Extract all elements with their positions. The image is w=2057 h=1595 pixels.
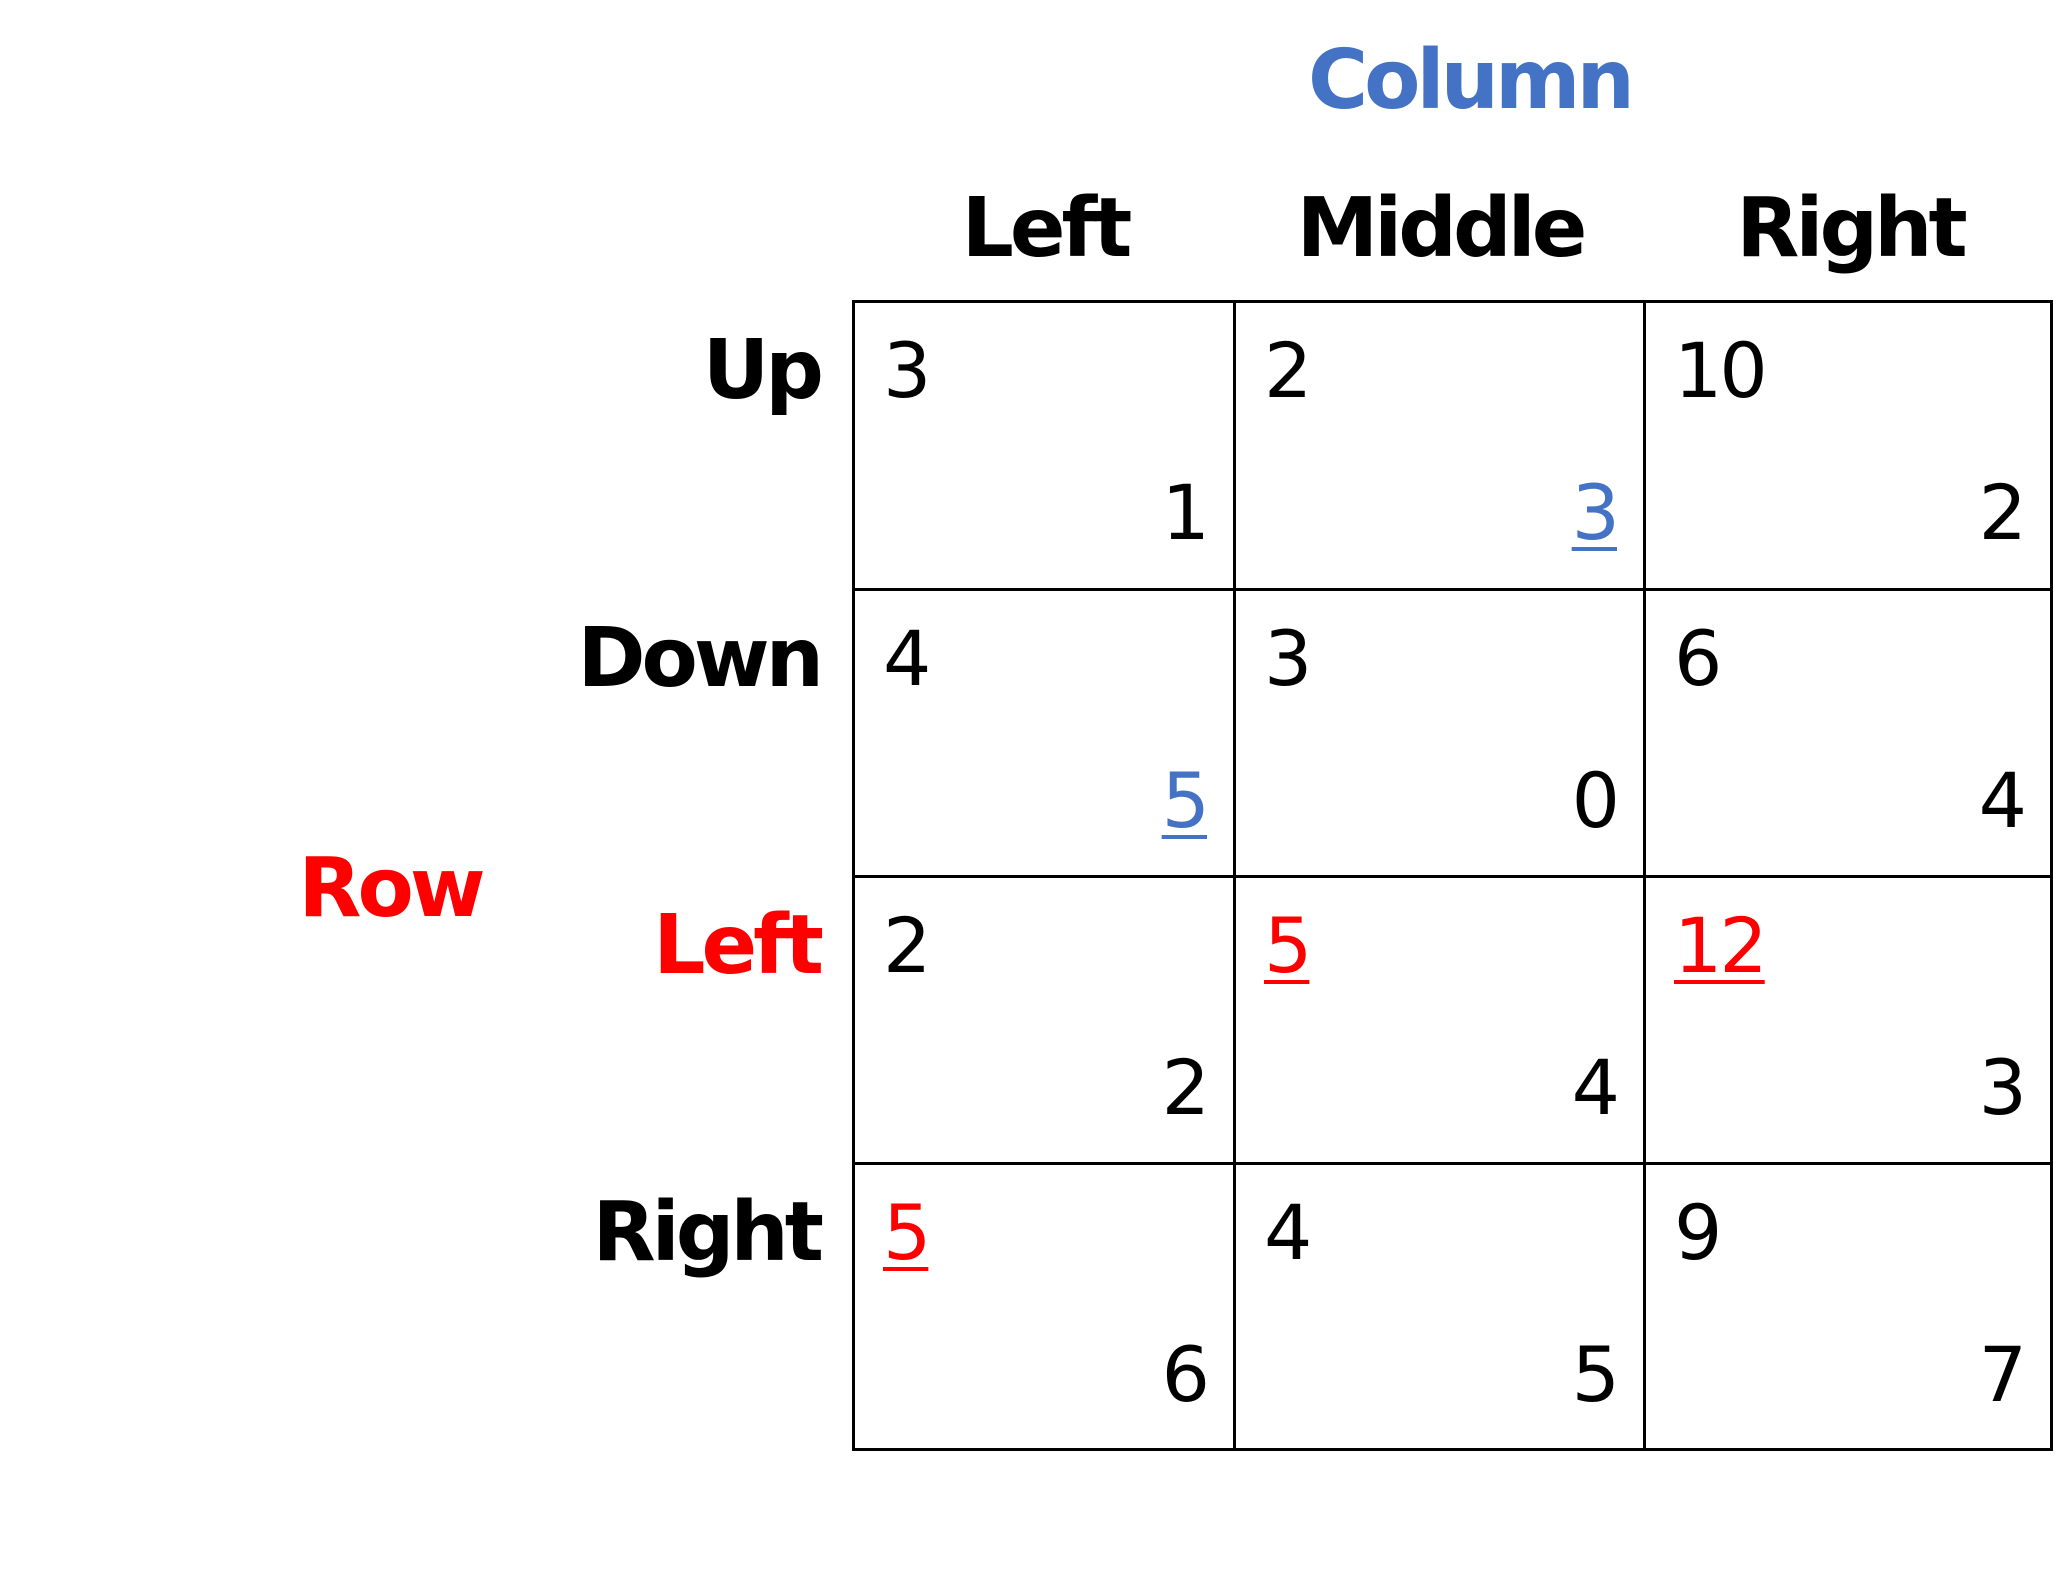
column-payoff: 5 bbox=[1161, 756, 1210, 845]
cell-left-right: 12 3 bbox=[1646, 878, 2050, 1162]
row-payoff: 12 bbox=[1674, 901, 1768, 990]
column-payoff: 3 bbox=[1978, 1043, 2027, 1132]
matrix-divider-horizontal bbox=[855, 875, 2050, 878]
column-payoff: 0 bbox=[1571, 756, 1620, 845]
column-strategy-right: Right bbox=[1736, 181, 1968, 276]
row-payoff: 4 bbox=[883, 614, 931, 703]
row-strategy-left: Left bbox=[653, 898, 824, 993]
column-payoff: 5 bbox=[1571, 1330, 1620, 1419]
row-payoff: 10 bbox=[1674, 326, 1768, 415]
row-player-label: Row bbox=[298, 841, 485, 936]
column-payoff: 6 bbox=[1161, 1330, 1210, 1419]
column-payoff: 1 bbox=[1161, 468, 1210, 557]
column-payoff: 2 bbox=[1978, 468, 2027, 557]
column-payoff: 4 bbox=[1571, 1043, 1620, 1132]
column-payoff: 4 bbox=[1978, 756, 2027, 845]
row-strategy-down: Down bbox=[577, 611, 824, 706]
row-payoff: 5 bbox=[883, 1188, 931, 1277]
row-payoff: 2 bbox=[883, 901, 931, 990]
row-payoff: 4 bbox=[1264, 1188, 1312, 1277]
row-strategy-right: Right bbox=[592, 1185, 824, 1280]
cell-up-right: 10 2 bbox=[1646, 303, 2050, 588]
row-payoff: 5 bbox=[1264, 901, 1312, 990]
column-payoff: 2 bbox=[1161, 1043, 1210, 1132]
matrix-divider-horizontal bbox=[855, 1162, 2050, 1165]
row-payoff: 2 bbox=[1264, 326, 1312, 415]
column-player-label: Column bbox=[1308, 33, 1635, 128]
row-payoff: 3 bbox=[1264, 614, 1312, 703]
row-payoff: 9 bbox=[1674, 1188, 1722, 1277]
row-payoff: 3 bbox=[883, 326, 931, 415]
column-strategy-left: Left bbox=[961, 181, 1133, 276]
matrix-divider-horizontal bbox=[855, 588, 2050, 591]
row-strategy-up: Up bbox=[702, 323, 824, 418]
column-payoff: 7 bbox=[1978, 1330, 2027, 1419]
column-payoff: 3 bbox=[1571, 468, 1620, 557]
column-strategy-middle: Middle bbox=[1296, 181, 1588, 276]
row-payoff: 6 bbox=[1674, 614, 1722, 703]
